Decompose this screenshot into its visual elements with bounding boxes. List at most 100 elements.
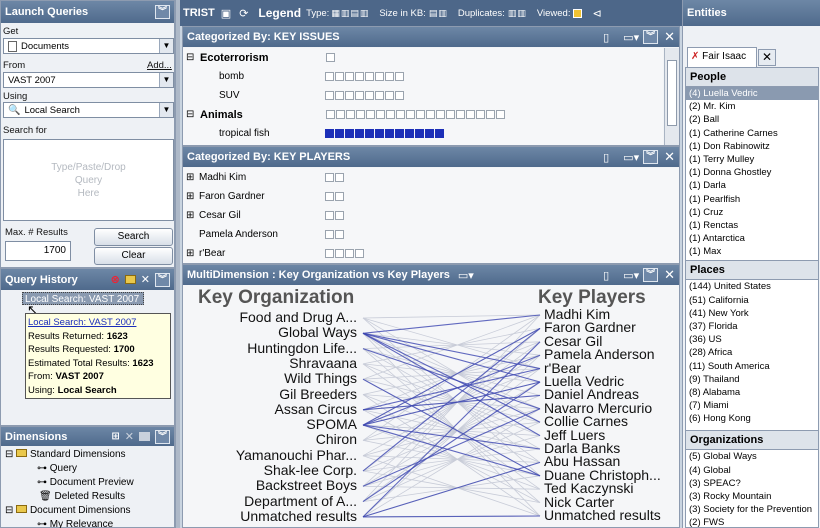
entity-list-item[interactable]: (1) Don Rabinowitz [689,140,770,152]
player-label[interactable]: Navarro Mercurio [544,399,653,416]
player-label[interactable]: Madhi Kim [544,306,611,322]
entity-list-item[interactable]: (1) Antarctica [689,233,745,245]
organization-label[interactable]: Department of A... [244,492,357,509]
entity-list-item[interactable]: (5) Global Ways [689,451,757,463]
entity-list-item[interactable]: (28) Africa [689,347,733,359]
collapse-tree-icon[interactable]: ⊟ [5,449,14,460]
player-label[interactable]: r'Bear [544,359,581,376]
entity-list-item[interactable]: (3) SPEAC? [689,477,741,489]
entity-list-item[interactable]: (51) California [689,294,749,306]
collapse-tree-icon[interactable]: ⊟ [186,109,195,120]
left-splitter[interactable] [175,0,180,528]
player-label[interactable]: Jeff Luers [544,426,606,443]
expand-tree-icon[interactable]: ⊞ [186,210,195,221]
tree-item-document-dimensions[interactable]: ⊟ Document Dimensions [5,505,131,516]
entity-list-item[interactable]: (2) Ball [689,114,720,126]
collapse-icon[interactable]: ︾ [155,272,170,287]
player-label[interactable]: Daniel Andreas [544,386,639,403]
tree-item-standard[interactable]: ⊟ Standard Dimensions [5,449,126,460]
using-select[interactable]: 🔍 Local Search ▼ [3,102,174,118]
scroll-thumb[interactable] [667,60,677,126]
tree-item-my-relevance[interactable]: ⊶ My Relevance [37,519,114,528]
key-issues-scrollbar[interactable] [664,48,679,145]
tree-item-document-preview[interactable]: ⊶ Document Preview [37,477,134,488]
entity-list-item[interactable]: (6) Hong Kong [689,413,751,425]
close-icon[interactable]: ✕ [761,50,773,64]
collapse-icon[interactable]: ︾ [643,150,659,164]
entity-list-item[interactable]: (2) Mr. Kim [689,101,736,113]
organization-label[interactable]: SPOMA [306,416,357,433]
category-row[interactable]: Pamela Anderson [183,225,679,244]
player-label[interactable]: Faron Gardner [544,319,636,336]
organization-label[interactable]: Global Ways [278,324,357,341]
close-icon[interactable]: ✕ [664,149,675,164]
category-row[interactable]: ⊞Faron Gardner [183,187,679,206]
tree-item-query[interactable]: ⊶ Query [37,463,78,474]
get-select[interactable]: Documents ▼ [3,38,174,54]
entity-list-item[interactable]: (9) Thailand [689,373,740,385]
folder-icon[interactable] [139,432,150,441]
category-row[interactable]: ⊞Cesar Gil [183,206,679,225]
close-icon[interactable]: ✕ [664,267,675,282]
entity-list-item[interactable]: (1) Darla [689,180,726,192]
close-icon[interactable]: ✕ [140,274,150,286]
entity-list-item[interactable]: (41) New York [689,307,749,319]
refresh-icon[interactable]: ⟳ [239,7,249,20]
organization-label[interactable]: Food and Drug A... [239,309,357,325]
entity-list-item[interactable]: (1) Renctas [689,219,739,231]
entity-list-item[interactable]: (1) Terry Mulley [689,153,755,165]
back-icon[interactable]: ⊲ [592,7,602,20]
expand-tree-icon[interactable]: ⊞ [186,172,195,183]
player-label[interactable]: Luella Vedric [544,373,625,389]
tooltip-link[interactable]: Local Search: VAST 2007 [28,317,137,328]
entity-list-item[interactable]: (1) Catherine Carnes [689,127,778,139]
organization-label[interactable]: Unmatched results [240,507,357,524]
organization-label[interactable]: Shak-lee Corp. [263,462,357,478]
pin-icon[interactable]: ▯ [603,151,610,164]
entity-list-item[interactable]: (144) United States [689,281,771,293]
expand-tree-icon[interactable]: ⊞ [186,248,195,259]
presentation-icon[interactable]: ▣ [220,7,232,20]
category-row[interactable]: SUV [183,86,663,105]
player-label[interactable]: Cesar Gil [544,332,603,349]
collapse-tree-icon[interactable]: ⊟ [186,52,195,63]
query-drop-area[interactable]: Type/Paste/Drop Query Here [3,139,174,221]
player-label[interactable]: Unmatched results [544,507,661,523]
history-item[interactable]: Local Search: VAST 2007 [22,292,144,305]
player-label[interactable]: Darla Banks [544,440,621,456]
clear-button[interactable]: Clear [94,247,173,265]
entity-list-item[interactable]: (3) Society for the Prevention [689,504,813,516]
chevron-down-icon[interactable]: ▼ [159,73,173,87]
collapse-icon[interactable]: ︾ [155,5,170,19]
close-tab-button[interactable]: ✕ [758,49,776,66]
add-dimension-icon[interactable]: ⊞ [111,431,120,442]
category-row[interactable]: bomb [183,67,663,86]
category-row[interactable]: ⊞r'Bear [183,244,679,263]
player-label[interactable]: Nick Carter [544,493,615,510]
entity-list-item[interactable]: (1) Cruz [689,206,724,218]
delete-icon[interactable]: ⊗ [110,274,120,286]
player-label[interactable]: Ted Kaczynski [544,480,634,497]
player-label[interactable]: Abu Hassan [544,453,621,470]
category-row[interactable]: ⊞Madhi Kim [183,168,679,187]
max-results-input[interactable]: 1700 [5,241,71,261]
layout-icon[interactable]: ▭▾ [457,269,474,282]
collapse-icon[interactable]: ︾ [643,30,659,44]
entity-list-item[interactable]: (4) Global [689,464,731,476]
player-label[interactable]: Collie Carnes [544,413,629,430]
organization-label[interactable]: Chiron [315,431,357,448]
chevron-down-icon[interactable]: ▼ [159,103,173,117]
entity-list-item[interactable]: (11) South America [689,360,770,372]
organization-label[interactable]: Backstreet Boys [255,477,357,494]
entity-list-item[interactable]: (37) Florida [689,321,738,332]
entity-list-item[interactable]: (1) Max [689,246,722,258]
collapse-icon[interactable]: ︾ [155,429,170,444]
category-row[interactable]: ⊟Animals [183,105,663,124]
layout-icon[interactable]: ▭▾ [623,269,640,282]
entity-list-item[interactable]: (4) Luella Vedric [686,87,818,101]
close-icon[interactable]: ✕ [664,29,675,44]
tree-item-deleted-results[interactable]: 🗑 Deleted Results [39,491,126,502]
entity-list-item[interactable]: (8) Alabama [689,386,741,398]
player-label[interactable]: Duane Christoph... [544,466,661,483]
add-source-link[interactable]: Add... [147,60,172,71]
